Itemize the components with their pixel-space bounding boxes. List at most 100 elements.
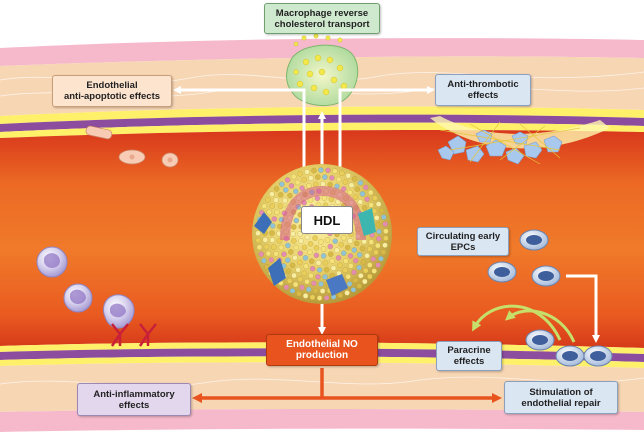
hdl-surface-dot xyxy=(360,259,367,265)
label-line: Anti-thrombotic xyxy=(447,79,519,90)
hdl-surface-dot xyxy=(277,192,284,198)
hdl-surface-dot xyxy=(302,293,309,299)
hdl-surface-dot xyxy=(378,255,384,262)
thrombus xyxy=(430,116,610,165)
hdl-surface-dot xyxy=(289,262,296,269)
hdl-surface-dot xyxy=(340,250,347,256)
hdl-surface-dot xyxy=(362,267,369,274)
hdl-surface-dot xyxy=(295,267,301,273)
hdl-surface-dot xyxy=(375,262,381,268)
hdl-surface-dot xyxy=(318,167,324,173)
hdl-surface-dot xyxy=(288,249,294,255)
hdl-surface-dot xyxy=(273,251,279,257)
label-line: Paracrine xyxy=(447,345,491,356)
hdl-surface-dot xyxy=(269,191,275,197)
hdl-surface-dot xyxy=(296,290,302,297)
label-line: effects xyxy=(467,90,499,101)
hdl-surface-dot xyxy=(307,241,314,247)
hdl-surface-dot xyxy=(285,268,292,274)
hdl-surface-dot xyxy=(367,189,374,196)
hdl-surface-dot xyxy=(342,258,349,264)
hdl-surface-dot xyxy=(354,186,361,192)
hdl-surface-dot xyxy=(269,203,276,209)
hdl-surface-dot xyxy=(303,263,309,269)
hdl-surface-dot xyxy=(312,287,319,294)
hdl-surface-dot xyxy=(285,257,291,263)
hdl-surface-dot xyxy=(273,197,279,203)
hdl-surface-dot xyxy=(313,252,320,259)
label-line: EPCs xyxy=(450,241,476,253)
upper-endothelium xyxy=(0,106,644,124)
hdl-surface-dot xyxy=(346,281,353,287)
hdl-surface-dot xyxy=(382,242,388,248)
hdl-surface-dot xyxy=(345,273,351,280)
hdl-surface-dot xyxy=(373,215,380,221)
hdl-surface-dot xyxy=(383,228,389,234)
label-paracrine-effects: Paracrine effects xyxy=(436,341,502,371)
label-antithrombotic: Anti-thrombotic effects xyxy=(435,74,531,106)
label-macrophage-transport: Macrophage reverse cholesterol transport xyxy=(264,3,380,34)
hdl-surface-dot xyxy=(351,247,357,253)
hdl-surface-dot xyxy=(301,177,307,183)
hdl-surface-dot xyxy=(322,260,329,266)
hdl-surface-dot xyxy=(335,176,342,183)
hdl-surface-dot xyxy=(368,202,374,208)
hdl-surface-dot xyxy=(322,274,328,280)
label-line: Stimulation of xyxy=(529,386,593,398)
hdl-surface-dot xyxy=(265,197,271,203)
hdl-surface-dot xyxy=(274,209,280,216)
hdl-surface-dot xyxy=(378,207,385,214)
hdl-surface-dot xyxy=(368,239,375,245)
hdl-surface-dot xyxy=(324,237,331,243)
hdl-surface-dot xyxy=(299,284,305,291)
hdl-surface-dot xyxy=(352,257,359,264)
hdl-surface-dot xyxy=(371,268,377,274)
hdl-surface-dot xyxy=(375,201,382,207)
hdl-surface-dot xyxy=(297,259,303,266)
hdl-surface-dot xyxy=(290,231,296,237)
macrophage-cell xyxy=(286,44,359,107)
hdl-surface-dot xyxy=(348,263,354,269)
label-line: Macrophage reverse xyxy=(275,7,369,19)
hdl-surface-dot xyxy=(347,238,353,244)
hdl-surface-dot xyxy=(308,258,315,264)
hdl-surface-dot xyxy=(283,187,289,193)
hdl-surface-dot xyxy=(292,281,299,288)
hdl-surface-dot xyxy=(356,283,363,289)
hdl-particle xyxy=(252,164,392,304)
hdl-surface-dot xyxy=(335,255,342,261)
hdl-surface-dot xyxy=(367,262,373,268)
hdl-surface-dot xyxy=(293,188,299,195)
hdl-surface-dot xyxy=(356,252,363,258)
hdl-surface-dot xyxy=(323,266,330,273)
hdl-surface-dot xyxy=(256,244,263,251)
hdl-surface-dot xyxy=(352,277,359,283)
hdl-surface-dot xyxy=(299,185,305,191)
hdl-surface-dot xyxy=(271,216,278,222)
hdl-surface-dot xyxy=(298,238,304,244)
label-line: production xyxy=(295,350,349,361)
hdl-surface-dot xyxy=(315,260,322,266)
hdl-surface-dot xyxy=(305,286,312,293)
epc-homing-arrow xyxy=(566,274,600,343)
hdl-surface-dot xyxy=(376,228,382,235)
hdl-surface-dot xyxy=(347,189,353,196)
hdl-surface-dot xyxy=(329,175,335,181)
hdl-surface-dot xyxy=(380,249,387,255)
hdl-surface-dot xyxy=(339,170,345,176)
hdl-surface-dot xyxy=(330,265,337,271)
hdl-surface-dot xyxy=(351,176,358,182)
hdl-surface-dot xyxy=(291,238,297,244)
hdl-surface-dot xyxy=(271,244,277,250)
hdl-surface-dot xyxy=(255,237,262,244)
hdl-surface-dot xyxy=(367,273,373,280)
monocytes xyxy=(36,246,135,329)
hdl-surface-dot xyxy=(327,251,334,257)
label-line: Endothelial xyxy=(86,80,138,91)
hdl-surface-dot xyxy=(329,258,336,264)
hdl-surface-dot xyxy=(301,244,308,251)
hdl-surface-dot xyxy=(342,267,348,273)
hdl-surface-dot xyxy=(315,174,321,180)
hdl-surface-dot xyxy=(297,171,303,177)
